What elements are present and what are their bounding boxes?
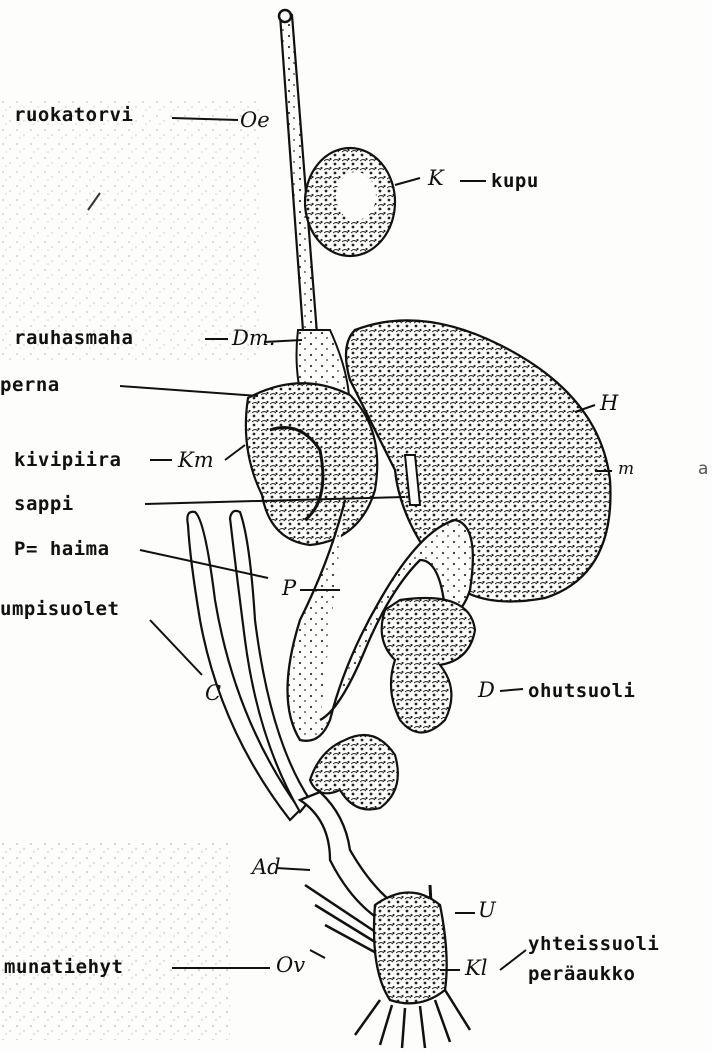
abbr-k: K (428, 168, 444, 189)
abbr-ad: Ad (252, 857, 281, 878)
label-sappi: sappi (14, 495, 74, 514)
small-intestine-coil-upper (382, 598, 475, 733)
scan-speckle-bottom (0, 840, 230, 1040)
stray-a: a (698, 461, 708, 478)
label-peraaukko: peräaukko (528, 965, 635, 984)
abbr-m: m (618, 461, 634, 478)
abbr-kl: Kl (465, 958, 487, 979)
label-rauhasmaha: rauhasmaha (14, 329, 133, 348)
liver-shape (346, 320, 610, 601)
abbr-ov: Ov (276, 955, 305, 976)
gizzard-shape (246, 383, 377, 545)
label-perna: perna (0, 376, 60, 395)
label-ruokatorvi: ruokatorvi (14, 106, 133, 125)
label-munatiehyt: munatiehyt (4, 958, 123, 977)
label-p-haima: P= haima (14, 540, 110, 559)
label-ohutsuoli: ohutsuoli (528, 682, 635, 701)
label-kivipiira: kivipiira (14, 451, 121, 470)
oesophagus-top (279, 10, 291, 22)
abbr-c: C (205, 683, 221, 704)
cloaca-shape (374, 893, 447, 1004)
abbr-u: U (478, 900, 496, 921)
abbr-oe: Oe (240, 110, 270, 131)
abbr-h: H (600, 393, 618, 414)
label-yhteissuoli: yhteissuoli (528, 935, 659, 954)
label-umpisuolet: umpisuolet (0, 600, 119, 619)
label-kupu: kupu (491, 172, 539, 191)
abbr-km: Km (178, 450, 214, 471)
abbr-dm: Dm. (232, 328, 275, 349)
crop-highlight (336, 172, 376, 220)
abbr-p: P (282, 578, 296, 599)
abbr-d: D (478, 680, 495, 701)
scan-speckle-top (0, 100, 260, 360)
